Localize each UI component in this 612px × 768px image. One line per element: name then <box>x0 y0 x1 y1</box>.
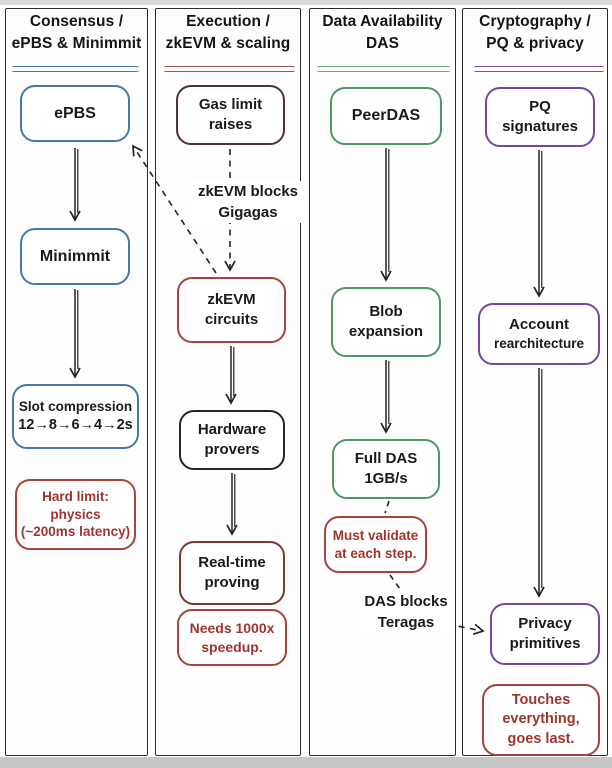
top-edge-strip <box>0 0 612 5</box>
full-das-line2: 1GB/s <box>364 470 408 487</box>
full-das-line1: Full DAS <box>354 450 418 468</box>
zkevm-blocks-gigagas-line2: Gigagas <box>218 204 278 221</box>
blob-expansion-line1: Blob <box>369 303 403 321</box>
zkevm-blocks-gigagas-label: zkEVM blocks Gigagas <box>190 181 306 223</box>
privacy-primitives-node: Privacy primitives <box>490 603 600 665</box>
zkevm-blocks-gigagas-line1: zkEVM blocks <box>197 183 299 200</box>
account-rearchitecture-line2: rearchitecture <box>493 335 585 351</box>
pq-signatures-line2: signatures <box>502 118 578 135</box>
das-blocks-teragas-line2: Teragas <box>377 614 435 631</box>
peerdas-label: PeerDAS <box>351 107 421 125</box>
consensus-note-line1: Hard limit: <box>42 488 109 504</box>
consensus-underline <box>12 66 139 72</box>
zkevm-circuits-node: zkEVM circuits <box>177 277 286 343</box>
bottom-edge-strip <box>0 757 612 768</box>
minimmit-label: Minimmit <box>39 247 111 265</box>
das-blocks-teragas-label: DAS blocks Teragas <box>358 591 454 633</box>
gas-limit-line2: raises <box>208 116 253 133</box>
slot-compression-line1: Slot compression <box>18 399 133 415</box>
realtime-proving-line1: Real-time <box>198 554 266 572</box>
data-availability-note-line2: at each step. <box>334 545 417 561</box>
zkevm-circuits-line1: zkEVM <box>207 291 256 309</box>
gas-limit-line1: Gas limit <box>198 96 263 114</box>
full-das-node: Full DAS 1GB/s <box>332 439 440 499</box>
realtime-proving-node: Real-time proving <box>179 541 285 605</box>
data-availability-underline <box>317 66 450 72</box>
cryptography-note: Touches everything, goes last. <box>482 684 600 756</box>
pq-signatures-line1: PQ <box>529 98 551 116</box>
privacy-primitives-line2: primitives <box>509 635 581 652</box>
lane-title-execution-line1: Execution / <box>186 13 270 30</box>
pq-signatures-node: PQ signatures <box>485 87 595 147</box>
cryptography-note-line1: Touches <box>511 692 571 709</box>
gas-limit-node: Gas limit raises <box>176 85 285 145</box>
lane-title-data-availability-line1: Data Availability <box>322 13 443 30</box>
execution-note-line1: Needs 1000x <box>189 620 275 637</box>
lane-title-execution-line2: zkEVM & scaling <box>165 35 291 52</box>
hardware-provers-node: Hardware provers <box>179 410 285 470</box>
execution-underline <box>164 66 295 72</box>
lane-title-cryptography-line1: Cryptography / <box>479 13 591 30</box>
lane-title-data-availability-line2: DAS <box>365 35 400 52</box>
blob-expansion-line2: expansion <box>348 323 424 340</box>
minimmit-node: Minimmit <box>20 228 130 285</box>
consensus-note-line3: (~200ms latency) <box>20 524 131 540</box>
zkevm-circuits-line2: circuits <box>204 311 259 328</box>
lane-title-cryptography: Cryptography / PQ & privacy <box>462 11 608 55</box>
cryptography-underline <box>474 66 604 72</box>
das-blocks-teragas-line1: DAS blocks <box>364 593 448 610</box>
execution-note: Needs 1000x speedup. <box>177 609 287 666</box>
data-availability-note: Must validate at each step. <box>324 516 427 573</box>
data-availability-note-line1: Must validate <box>332 527 419 543</box>
hardware-provers-line2: provers <box>204 441 260 458</box>
lane-title-data-availability: Data Availability DAS <box>309 11 456 55</box>
lane-title-consensus-line1: Consensus / <box>29 13 124 30</box>
privacy-primitives-line1: Privacy <box>518 615 572 633</box>
hardware-provers-line1: Hardware <box>197 421 267 439</box>
slot-compression-node: Slot compression 12→8→6→4→2s <box>12 384 139 449</box>
consensus-note: Hard limit: physics (~200ms latency) <box>15 479 136 550</box>
lane-title-consensus: Consensus / ePBS & Minimmit <box>5 11 148 55</box>
execution-note-line2: speedup. <box>201 638 263 655</box>
lane-title-execution: Execution / zkEVM & scaling <box>155 11 301 55</box>
epbs-label: ePBS <box>54 104 96 122</box>
account-rearchitecture-line1: Account <box>509 316 569 334</box>
lane-title-cryptography-line2: PQ & privacy <box>486 35 584 52</box>
peerdas-node: PeerDAS <box>330 87 442 145</box>
realtime-proving-line2: proving <box>204 574 260 591</box>
cryptography-note-line2: everything, <box>502 711 580 728</box>
account-rearchitecture-node: Account rearchitecture <box>478 303 600 365</box>
epbs-node: ePBS <box>20 85 130 142</box>
consensus-note-line2: physics <box>50 506 101 522</box>
lane-title-consensus-line2: ePBS & Minimmit <box>11 35 142 52</box>
cryptography-note-line3: goes last. <box>507 730 575 747</box>
blob-expansion-node: Blob expansion <box>331 287 441 357</box>
slot-compression-line2: 12→8→6→4→2s <box>18 416 133 433</box>
